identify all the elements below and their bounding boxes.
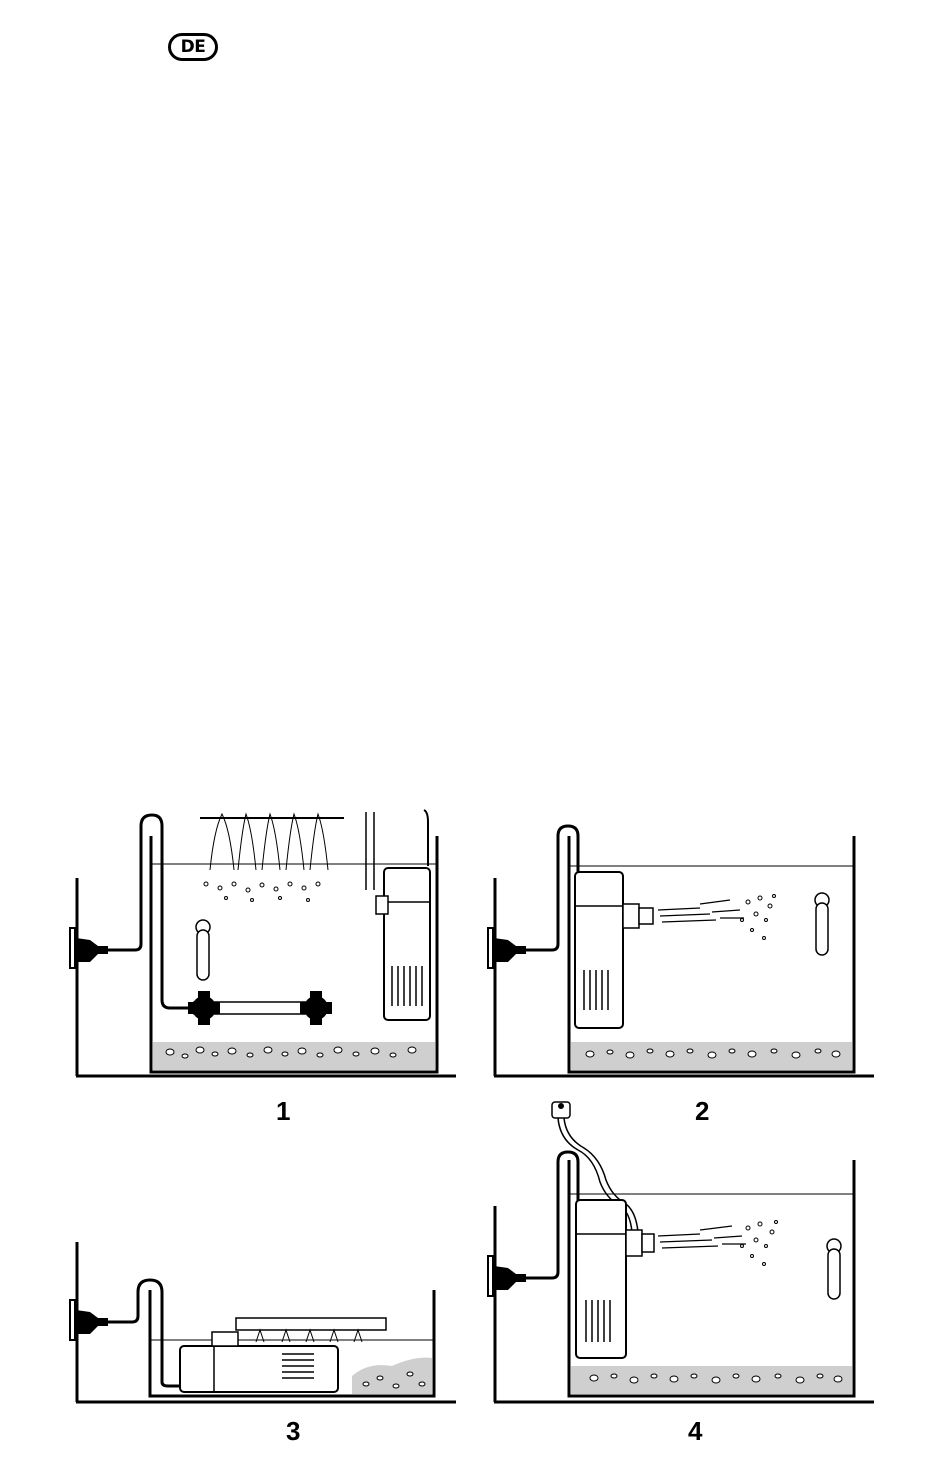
thermometer-icon [827, 1239, 841, 1299]
internal-filter-icon [576, 1200, 654, 1358]
plug-icon [494, 1266, 526, 1290]
air-valve-icon [552, 1102, 570, 1118]
water-jet [658, 1226, 746, 1248]
figure-label: 4 [688, 1418, 702, 1444]
air-bubbles-4 [741, 1221, 778, 1266]
